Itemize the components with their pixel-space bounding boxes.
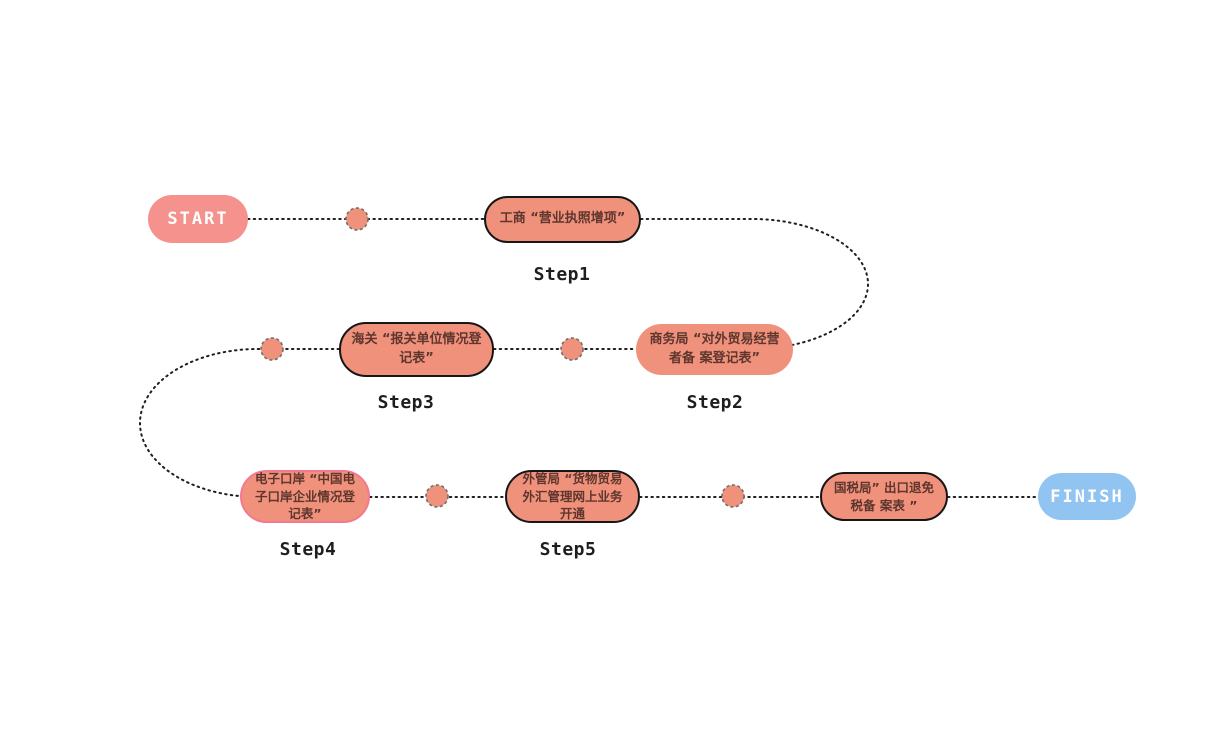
connector-dot — [425, 484, 449, 508]
step4-node: 电子口岸 “中国电 子口岸企业情况登 记表” — [240, 470, 370, 523]
connector-step1-step2 — [640, 218, 869, 350]
step6-node: 国税局” 出口退免 税备 案表 ” — [820, 472, 948, 521]
step1-node: 工商 “营业执照增项” — [484, 196, 641, 243]
connector-step3-step4 — [139, 348, 340, 498]
step3-node: 海关 “报关单位情况登 记表” — [339, 322, 494, 377]
step2-label: Step2 — [686, 392, 744, 413]
step5-node: 外管局 “货物贸易 外汇管理网上业务 开通 — [505, 470, 640, 523]
connector-dot — [260, 337, 284, 361]
connector-dot — [560, 337, 584, 361]
finish-node: FINISH — [1038, 473, 1136, 520]
step4-label: Step4 — [279, 539, 337, 560]
step3-label: Step3 — [377, 392, 435, 413]
start-node: START — [148, 195, 248, 243]
connector-dot — [345, 207, 369, 231]
step2-node: 商务局 “对外贸易经营 者备 案登记表” — [636, 324, 793, 375]
connector-dot — [721, 484, 745, 508]
step1-label: Step1 — [533, 264, 591, 285]
step5-label: Step5 — [539, 539, 597, 560]
